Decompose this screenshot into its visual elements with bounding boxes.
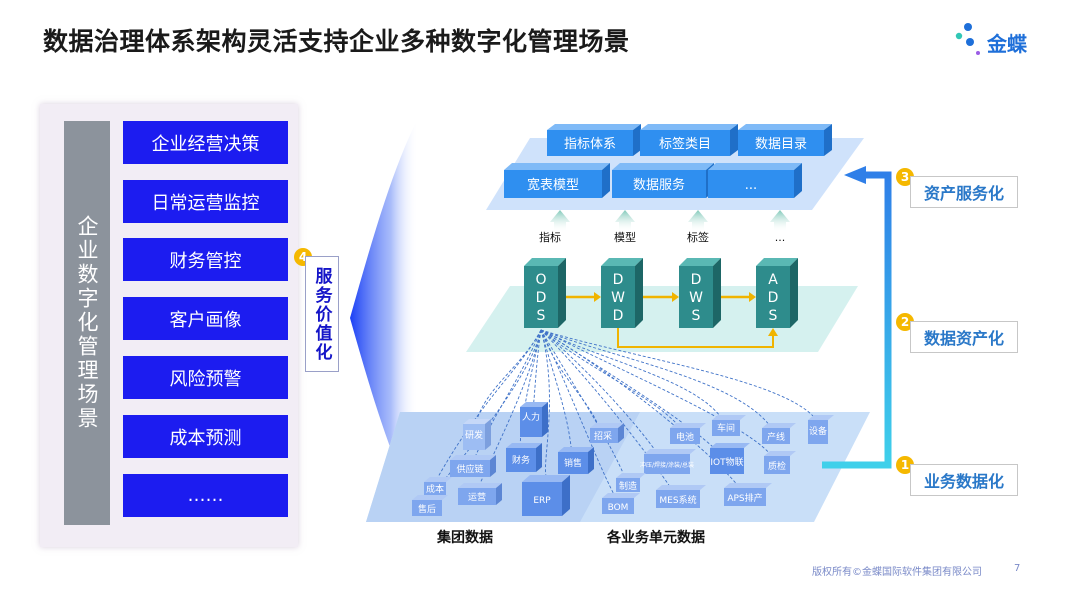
unit-item-label: 车间 xyxy=(717,422,735,434)
group-item-label: 销售 xyxy=(564,457,582,469)
top-box-label: 数据目录 xyxy=(755,137,807,152)
top-box-label: 指标体系 xyxy=(564,137,616,152)
page-number: 7 xyxy=(1014,563,1021,574)
scenario-item: 日常运营监控 xyxy=(123,180,288,223)
unit-item-label: 质检 xyxy=(768,460,786,472)
unit-item-label: MES系统 xyxy=(659,494,696,506)
svg-text:D: D xyxy=(768,290,779,306)
group-item-label: 招采 xyxy=(594,430,612,442)
svg-text:W: W xyxy=(611,290,625,306)
logo-text: 金蝶 xyxy=(987,32,1027,56)
dwd-cube xyxy=(601,258,643,328)
stage-business-data: 业务数据化 xyxy=(910,464,1018,496)
arrow-label: ... xyxy=(775,231,786,244)
scenario-item: 客户画像 xyxy=(123,297,288,340)
kingdee-logo xyxy=(955,23,980,55)
up-arrows xyxy=(550,210,790,232)
unit-item-label: 冲压/焊接/涂装/总装 xyxy=(640,461,694,469)
svg-text:S: S xyxy=(537,308,546,324)
svg-text:S: S xyxy=(769,308,778,324)
copyright: 版权所有©金蝶国际软件集团有限公司 xyxy=(812,567,982,578)
dws-cube xyxy=(679,258,721,328)
group-item-label: 售后 xyxy=(418,503,436,515)
stage-data-asset: 数据资产化 xyxy=(910,321,1018,353)
unit-item-label: IOT物联 xyxy=(710,456,743,468)
step-badge: 2 xyxy=(896,313,914,331)
group-item-label: 财务 xyxy=(512,454,530,466)
group-item-label: 人力 xyxy=(522,411,540,423)
arrow-label: 标签 xyxy=(687,230,709,244)
unit-cubes xyxy=(602,415,834,514)
group-data-label: 集团数据 xyxy=(437,530,493,546)
step-badge: 1 xyxy=(896,456,914,474)
top-box-label: 宽表模型 xyxy=(527,177,579,193)
unit-item-label: 产线 xyxy=(767,431,785,443)
feedback-arrow xyxy=(822,171,892,469)
group-item-label: ERP xyxy=(533,496,551,506)
top-row1-boxes xyxy=(547,124,832,156)
svg-text:O: O xyxy=(535,272,546,288)
vertical-label-bar: 企业数字化管理场景 xyxy=(64,121,110,525)
scenario-item: 企业经营决策 xyxy=(123,121,288,164)
svg-text:D: D xyxy=(691,272,702,288)
svg-text:W: W xyxy=(689,290,703,306)
group-item-label: 运营 xyxy=(468,491,486,503)
source-connectors xyxy=(423,329,819,506)
unit-item-label: 设备 xyxy=(809,425,827,437)
service-value-label: 服务价值化 xyxy=(311,266,332,362)
top-box-label: ... xyxy=(745,178,757,193)
ads-cube xyxy=(756,258,798,328)
page-title: 数据治理体系架构灵活支持企业多种数字化管理场景 xyxy=(43,27,630,56)
scenario-item: …… xyxy=(123,474,288,517)
arrow-label: 模型 xyxy=(614,230,636,244)
group-item-label: 研发 xyxy=(465,429,483,441)
top-box-label: 标签类目 xyxy=(659,136,711,152)
ods-cube xyxy=(524,258,566,328)
scenario-item: 风险预警 xyxy=(123,356,288,399)
top-box-label: 数据服务 xyxy=(633,177,685,193)
svg-text:D: D xyxy=(613,272,624,288)
svg-text:D: D xyxy=(613,308,624,324)
layer-flow-arrows xyxy=(566,292,756,302)
svg-text:S: S xyxy=(692,308,701,324)
group-cubes xyxy=(412,402,624,516)
unit-item-label: 制造 xyxy=(619,480,637,492)
arrow-label: 指标 xyxy=(539,230,561,244)
svg-text:D: D xyxy=(536,290,547,306)
step-badge: 3 xyxy=(896,168,914,186)
group-item-label: 成本 xyxy=(426,483,444,495)
unit-item-label: 电池 xyxy=(676,431,694,443)
group-item-label: 供应链 xyxy=(456,463,483,475)
service-value-box: 服务价值化 xyxy=(305,256,339,372)
top-row2-boxes xyxy=(504,163,802,198)
dwd-to-ads-connector xyxy=(617,328,774,348)
scenario-item: 成本预测 xyxy=(123,415,288,458)
vertical-label: 企业数字化管理场景 xyxy=(75,215,99,431)
scenario-item: 财务管控 xyxy=(123,238,288,281)
unit-item-label: BOM xyxy=(608,503,629,513)
unit-data-label: 各业务单元数据 xyxy=(607,530,705,546)
svg-text:A: A xyxy=(768,272,778,288)
unit-item-label: APS排产 xyxy=(727,492,762,504)
stage-asset-service: 资产服务化 xyxy=(910,176,1018,208)
